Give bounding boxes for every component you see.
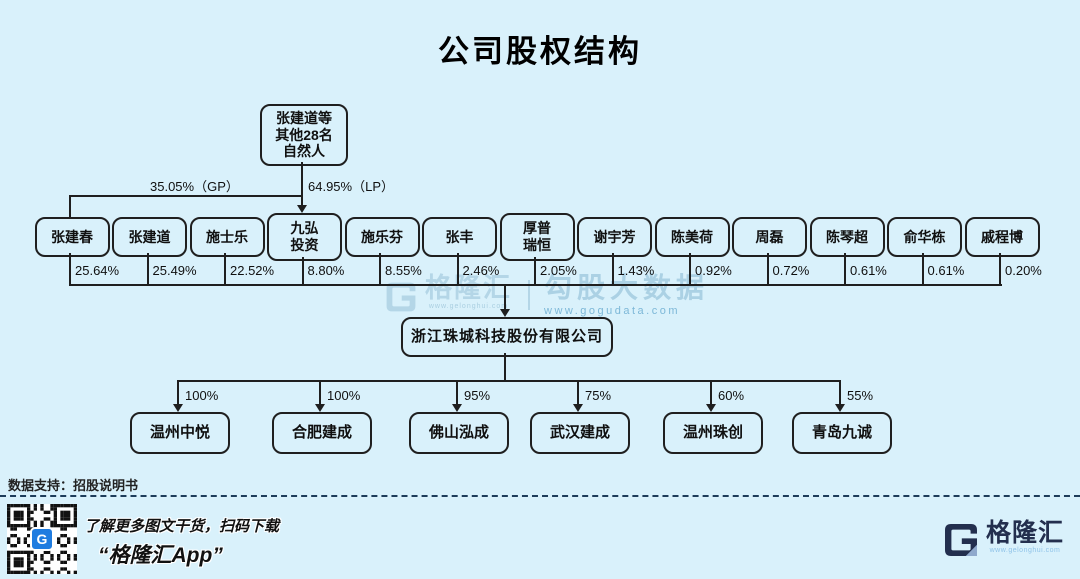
subsidiary-drop-line [710,380,712,405]
company-to-subs-line [504,353,506,381]
company-arrow [500,309,510,317]
shareholder-drop-line [766,253,769,284]
shareholder-box: 施士乐 [189,217,265,257]
company-box: 浙江珠城科技股份有限公司 [401,317,613,357]
shareholder-percent: 25.64% [75,263,120,278]
shareholder-percent: 8.55% [385,263,422,278]
shareholder-box: 张建道 [112,217,187,257]
subsidiary-box: 武汉建成 [530,412,630,454]
subsidiary-box: 青岛九诚 [792,412,892,454]
shareholder-drop-line [611,253,614,284]
shareholder-percent: 0.20% [1005,263,1042,278]
shareholder-percent: 8.80% [307,263,345,278]
shareholder-drop-line [69,253,71,284]
subsidiary-arrow [173,404,183,412]
shareholder-percent: 0.61% [850,263,887,278]
subsidiary-box: 温州珠创 [663,412,763,454]
shareholder-drop-line [379,253,381,284]
footer-brand-logo: 格隆汇 www.gelonghui.com [941,520,1064,560]
shareholder-drop-line [301,257,304,284]
shareholder-box: 谢宇芳 [577,217,652,257]
shareholder-box: 张丰 [422,217,497,257]
shareholder-box: 陈琴超 [809,217,885,257]
shareholder-box: 施乐芬 [344,217,420,257]
lp-line-vertical [301,162,303,206]
shareholder-box: 俞华栋 [887,217,962,257]
gp-share-label: 35.05%（GP） [150,179,239,194]
shareholder-percent: 0.61% [927,263,965,278]
gp-line-vertical [69,195,71,217]
shareholder-bus-line [69,284,1002,286]
shareholder-box: 九弘投资 [267,213,342,261]
subsidiary-arrow [835,404,845,412]
subsidiary-drop-line [577,380,579,405]
shareholder-percent: 0.72% [772,263,810,278]
shareholder-drop-line [146,253,149,284]
shareholder-box: 戚程博 [964,217,1040,257]
shareholder-drop-line [999,253,1001,284]
footer-brand-text: 格隆汇 [985,519,1064,547]
shareholder-drop-line [224,253,226,284]
qr-hint-line1: 了解更多图文干货，扫码下载 [84,518,280,535]
shareholder-percent: 0.92% [695,263,732,278]
lp-share-label: 64.95%（LP） [308,179,394,194]
shareholder-percent: 22.52% [230,263,275,278]
subsidiary-percent: 100% [327,388,361,403]
subsidiary-arrow [315,404,325,412]
top-owner-box: 张建道等其他28名自然人 [260,104,348,166]
gelonghui-logo-icon [941,520,981,560]
watermark-divider [528,280,530,310]
watermark: 格隆汇 www.gelonghui.com 勾股大数据 www.gogudata… [383,274,709,324]
subsidiary-drop-line [839,380,841,405]
subsidiary-box: 合肥建成 [272,412,372,454]
watermark-brand-url: www.gelonghui.com [428,303,509,311]
subsidiary-percent: 100% [185,388,219,403]
subsidiary-drop-line [456,380,458,405]
lp-arrow [297,205,307,213]
footer-brand-url: www.gelonghui.com [989,547,1061,555]
shareholder-drop-line [689,253,691,284]
watermark-partner-text: 勾股大数据 [544,272,710,303]
subsidiary-box: 佛山泓成 [409,412,509,454]
shareholder-box: 张建春 [34,217,110,257]
page-title: 公司股权结构 [438,34,642,69]
subsidiary-drop-line [177,380,179,405]
shareholder-drop-line [534,257,536,284]
watermark-brand-text: 格隆汇 [425,273,512,303]
qr-center-logo-icon: G [30,527,54,551]
subsidiary-percent: 55% [847,388,874,403]
shareholder-drop-line [456,253,459,284]
shareholder-drop-line [844,253,846,284]
shareholder-percent: 2.46% [462,263,500,278]
subsidiary-bus-line [177,380,841,382]
source-note: 数据支持：招股说明书 [8,478,139,493]
subsidiary-box: 温州中悦 [130,412,230,454]
shareholder-percent: 2.05% [540,263,577,278]
shareholder-percent: 1.43% [617,263,655,278]
subsidiary-arrow [706,404,716,412]
subsidiary-drop-line [319,380,321,405]
shareholder-box: 陈美荷 [654,217,730,257]
footer-divider [0,495,1080,497]
shareholder-box: 厚普瑞恒 [499,213,575,261]
subsidiary-arrow [573,404,583,412]
qr-code: G [7,504,77,574]
subsidiary-percent: 75% [585,388,612,403]
company-drop-line [504,284,506,310]
subsidiary-arrow [452,404,462,412]
gp-line-horizontal [69,195,302,197]
subsidiary-percent: 60% [718,388,745,403]
watermark-partner-url: www.gogudata.com [544,305,680,317]
subsidiary-percent: 95% [464,388,491,403]
shareholder-drop-line [921,253,924,284]
shareholder-box: 周磊 [732,217,807,257]
qr-hint-line2: “格隆汇App” [98,544,223,567]
shareholder-percent: 25.49% [152,263,197,278]
